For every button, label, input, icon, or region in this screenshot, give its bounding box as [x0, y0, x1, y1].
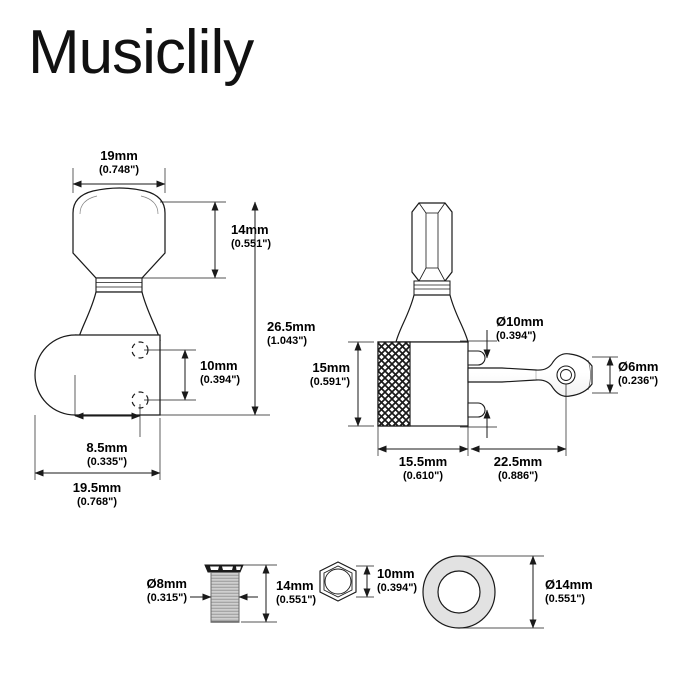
dim-hexnut-in: (0.394") — [377, 582, 417, 594]
dim-baseplate-width-in: (0.768") — [77, 496, 117, 508]
string-post — [467, 353, 593, 397]
dim-post-length-in: (0.886") — [498, 470, 538, 482]
dim-overall-height-in: (1.043") — [267, 335, 307, 347]
dim-ferrule-dia: Ø8mm (0.315") — [147, 576, 258, 604]
dim-button-width: 19mm (0.748") — [72, 148, 166, 193]
washer-view-group: Ø14mm (0.551") — [422, 555, 593, 629]
dim-hole-offset: 8.5mm (0.335") — [74, 404, 141, 468]
dim-bushing-height-mm: 15mm — [312, 360, 350, 375]
dim-ferrule-length: 14mm (0.551") — [241, 564, 316, 623]
dim-post-length-mm: 22.5mm — [494, 454, 542, 469]
dim-button-height-mm: 14mm — [231, 222, 269, 237]
dim-post-dia-mm: Ø6mm — [618, 359, 658, 374]
ferrule-flange — [204, 564, 244, 573]
washer — [422, 555, 496, 629]
dim-washer-dia: Ø14mm (0.551") — [459, 555, 593, 629]
dim-post-dia: Ø6mm (0.236") — [592, 356, 658, 394]
mounting-boss-upper — [467, 350, 486, 366]
tuner-button-front — [72, 187, 166, 279]
dim-screw-spacing-mm: 10mm — [200, 358, 238, 373]
brand-logo: Musiclily — [28, 18, 254, 87]
dim-screw-spacing-in: (0.394") — [200, 374, 240, 386]
dim-bushing-height: 15mm (0.591") — [310, 341, 374, 427]
button-shaft-front — [77, 291, 161, 341]
baseplate-front — [34, 334, 161, 416]
dim-overall-height: 26.5mm (1.043") — [160, 201, 315, 416]
hex-nut — [319, 561, 357, 602]
dim-housing-length: 15.5mm (0.610") — [377, 426, 469, 482]
dim-button-height: 14mm (0.551") — [140, 201, 271, 279]
dim-button-width-mm: 19mm — [100, 148, 138, 163]
side-view-group: 15mm (0.591") Ø10mm (0.394") Ø6mm ( — [310, 202, 658, 482]
hexnut-view-group: 10mm (0.394") — [319, 561, 417, 602]
dim-housing-length-mm: 15.5mm — [399, 454, 447, 469]
mounting-boss-lower — [467, 402, 486, 418]
dim-hexnut-mm: 10mm — [377, 566, 415, 581]
dim-ferrule-dia-in: (0.315") — [147, 592, 187, 604]
dim-boss-dia-in: (0.394") — [496, 330, 536, 342]
dim-washer-dia-in: (0.551") — [545, 593, 585, 605]
dim-button-height-in: (0.551") — [231, 238, 271, 250]
dim-overall-height-mm: 26.5mm — [267, 319, 315, 334]
dim-boss-spacing: Ø10mm (0.394") — [460, 314, 544, 438]
dim-baseplate-width-mm: 19.5mm — [73, 480, 121, 495]
dim-hexnut-size: 10mm (0.394") — [356, 565, 417, 598]
dim-washer-dia-mm: Ø14mm — [545, 577, 593, 592]
dim-ferrule-length-in: (0.551") — [276, 594, 316, 606]
dim-post-dia-in: (0.236") — [618, 375, 658, 387]
button-neck-rings — [95, 277, 143, 293]
dim-screw-spacing: 10mm (0.394") — [144, 349, 240, 401]
button-neck-rings-side — [413, 280, 451, 296]
dim-baseplate-width: 19.5mm (0.768") — [34, 415, 161, 508]
dim-ferrule-length-mm: 14mm — [276, 578, 314, 593]
dim-button-width-in: (0.748") — [99, 164, 139, 176]
dim-hole-offset-mm: 8.5mm — [86, 440, 127, 455]
ferrule-barrel — [210, 571, 240, 623]
dim-hole-offset-in: (0.335") — [87, 456, 127, 468]
front-view-group: 19mm (0.748") 14mm (0.551") 26.5mm (1.04… — [34, 148, 315, 508]
dim-housing-length-in: (0.610") — [403, 470, 443, 482]
dim-boss-dia-mm: Ø10mm — [496, 314, 544, 329]
button-shaft-side — [395, 294, 469, 343]
bushing-view-group: Ø8mm (0.315") 14mm (0.551") — [147, 564, 316, 623]
dim-bushing-height-in: (0.591") — [310, 376, 350, 388]
tuner-button-side — [411, 202, 453, 282]
knurled-bushing — [377, 341, 411, 427]
dim-post-length: 22.5mm (0.886") — [470, 384, 567, 482]
dim-ferrule-dia-mm: Ø8mm — [147, 576, 187, 591]
